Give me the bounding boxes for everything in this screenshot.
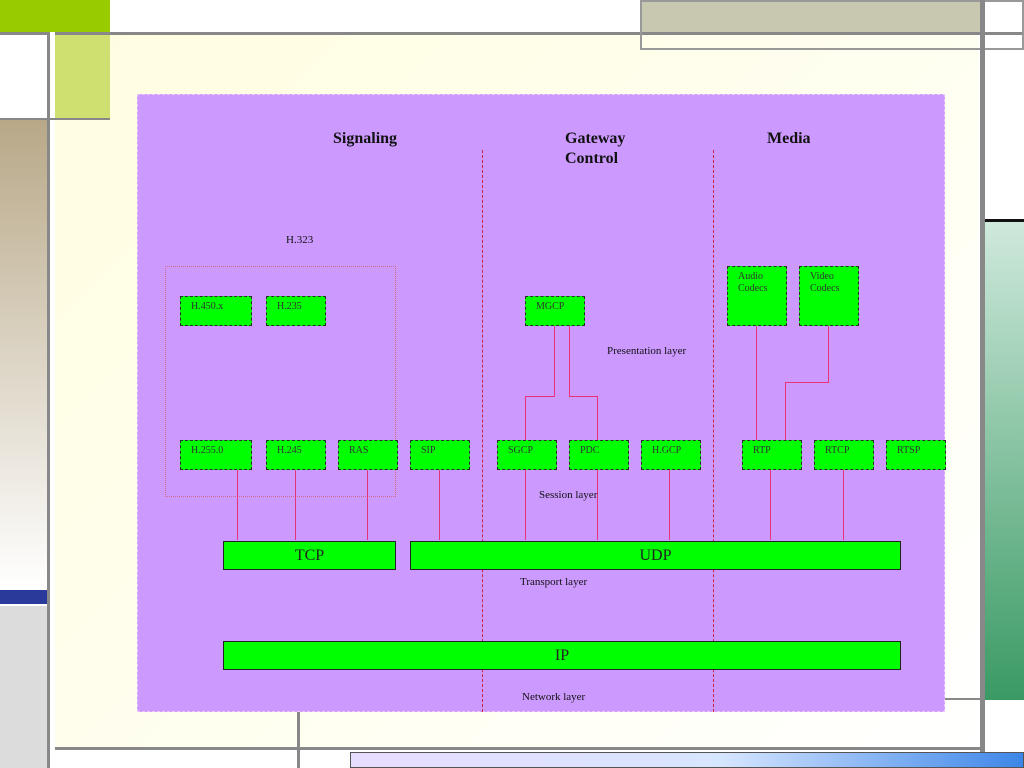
tcp-bar: TCP	[223, 541, 396, 570]
diagram-panel	[137, 94, 945, 712]
wire	[367, 470, 368, 540]
udp-bar: UDP	[410, 541, 901, 570]
left-hline	[0, 118, 110, 120]
audio-codecs-box: Audio Codecs	[727, 266, 787, 326]
ip-bar: IP	[223, 641, 901, 670]
wire	[843, 470, 844, 540]
wire	[669, 470, 670, 540]
h450-box: H.450.x	[180, 296, 252, 326]
h323-group-label: H.323	[286, 234, 314, 246]
heading-gateway-line2: Control	[565, 150, 619, 167]
wire	[756, 326, 757, 440]
left-lightgreen-block	[55, 35, 110, 118]
right-black-line	[985, 219, 1024, 222]
wire	[828, 326, 829, 382]
wire	[554, 326, 555, 396]
hgcp-box: H.GCP	[641, 440, 701, 470]
wire	[597, 470, 598, 540]
wire	[569, 396, 598, 397]
wire	[295, 470, 296, 540]
video-codecs-box: Video Codecs	[799, 266, 859, 326]
pdc-box: PDC	[569, 440, 629, 470]
bottom-vline	[297, 712, 300, 768]
h323-group-box	[165, 266, 396, 497]
top-rule	[0, 32, 1024, 35]
divider-signaling-gateway	[482, 150, 483, 712]
heading-gateway-control: Gateway Control	[565, 129, 625, 169]
transport-layer-label: Transport layer	[520, 576, 588, 588]
left-outer-rule	[50, 32, 55, 768]
wire	[525, 396, 526, 440]
top-right-outline	[640, 0, 1024, 50]
video-codecs-line2: Codecs	[810, 283, 840, 294]
top-left-green-block	[0, 0, 110, 32]
wire	[439, 470, 440, 540]
audio-codecs-line1: Audio	[738, 271, 763, 282]
sip-box: SIP	[410, 440, 470, 470]
wire	[785, 382, 829, 383]
ras-box: RAS	[338, 440, 398, 470]
session-layer-label: Session layer	[539, 489, 598, 501]
wire	[569, 326, 570, 396]
rtsp-box: RTSP	[886, 440, 946, 470]
heading-media: Media	[767, 130, 811, 147]
wire	[770, 470, 771, 540]
left-rule	[47, 32, 50, 768]
bottom-right-hline	[945, 698, 985, 700]
bottom-rule	[55, 747, 985, 750]
left-brown-block	[0, 120, 47, 588]
sgcp-box: SGCP	[497, 440, 557, 470]
left-gray-block	[0, 606, 47, 768]
h235-box: H.235	[266, 296, 326, 326]
bottom-gradient-bar	[350, 752, 1024, 768]
top-right-tan-block	[640, 0, 980, 32]
wire	[785, 382, 786, 440]
divider-gateway-media	[713, 150, 714, 712]
audio-codecs-line2: Codecs	[738, 283, 768, 294]
rtp-box: RTP	[742, 440, 802, 470]
right-green-block	[985, 222, 1024, 700]
wire	[237, 470, 238, 540]
mgcp-box: MGCP	[525, 296, 585, 326]
presentation-layer-label: Presentation layer	[607, 345, 687, 357]
wire	[597, 396, 598, 440]
h245-box: H.245	[266, 440, 326, 470]
h2250-box: H.255.0	[180, 440, 252, 470]
wire	[525, 470, 526, 540]
wire	[525, 396, 555, 397]
right-rule	[980, 0, 985, 768]
heading-signaling: Signaling	[333, 130, 398, 147]
video-codecs-line1: Video	[810, 271, 834, 282]
rtcp-box: RTCP	[814, 440, 874, 470]
left-navy-block	[0, 590, 47, 604]
heading-gateway-line1: Gateway	[565, 130, 626, 147]
network-layer-label: Network layer	[522, 691, 586, 703]
